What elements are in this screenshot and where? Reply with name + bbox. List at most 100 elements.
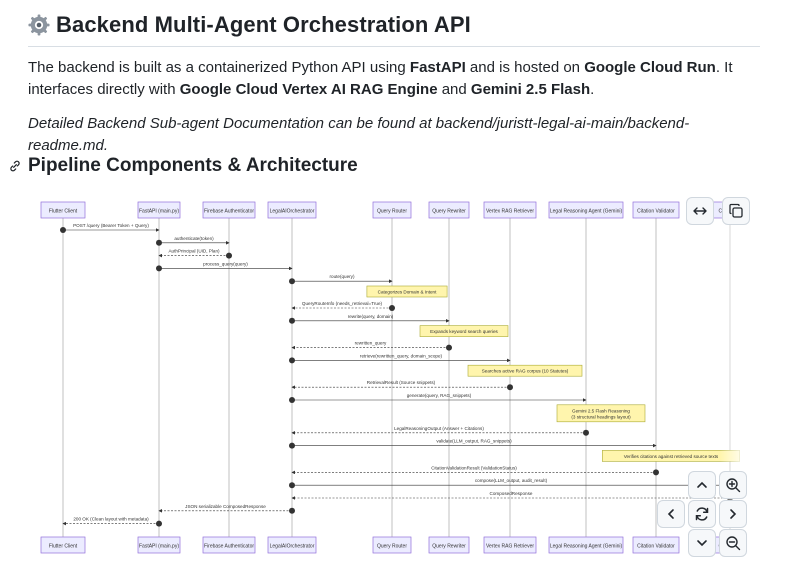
actor-box [483, 201, 537, 219]
actor-box [372, 201, 412, 219]
message-label: compose(LLM_output, audit_result) [475, 478, 548, 483]
anchor-link-icon[interactable] [8, 159, 22, 173]
gear-icon [28, 14, 50, 36]
actor-label-top: FastAPI (main.py) [139, 209, 179, 215]
intro-text-4: and [437, 81, 471, 98]
intro-text-5: . [590, 81, 595, 98]
sequence-number [289, 507, 295, 514]
actor-label-top: Citation Validator [637, 209, 675, 215]
pan-down-button[interactable] [688, 529, 716, 557]
message-label: process_query(query) [203, 261, 248, 266]
reset-button[interactable] [688, 500, 716, 528]
intro-bold-cloudrun: Google Cloud Run [584, 59, 716, 76]
sequence-number [446, 344, 452, 351]
actor-label-bottom: Legal Reasoning Agent (Gemini) [550, 544, 623, 550]
message-label: rewritten_query [355, 341, 387, 346]
message-label: RetrievalResult (Source snippets) [367, 380, 436, 385]
message-label: 200 OK (Clean layout with metadata) [73, 517, 149, 522]
zoom-out-button[interactable] [719, 529, 747, 557]
actor-box [548, 536, 624, 554]
actor-label-bottom: LegalAIOrchestrator [270, 544, 315, 550]
expand-horizontal-icon [693, 207, 707, 215]
note-label: (3 structural headings layout) [571, 414, 631, 419]
chevron-right-icon [730, 509, 737, 519]
message-label: CitationValidationResult (ValidationStat… [431, 465, 517, 470]
actor-box [267, 201, 317, 219]
note-label: Searches active RAG corpus (10 Statutes) [482, 369, 569, 374]
chevron-up-icon [697, 481, 707, 488]
actor-box [137, 201, 181, 219]
sequence-number [289, 357, 295, 364]
intro-text-3: . It interfaces directly with [28, 59, 733, 98]
message-label: JSON serializable ComposedResponse [185, 504, 266, 509]
message-label: retrieve(rewritten_query, domain_scope) [360, 353, 443, 358]
actor-label-bottom: FastAPI (main.py) [139, 544, 179, 550]
message-label: ComposedResponse [490, 491, 533, 496]
sequence-number [156, 265, 162, 272]
actor-label-top: Query Router [377, 209, 407, 215]
copy-icon [729, 203, 743, 218]
actor-label-top: Vertex RAG Retriever [486, 209, 534, 215]
pan-left-button[interactable] [657, 500, 685, 528]
note-label: Gemini 2.5 Flash Reasoning [572, 408, 630, 413]
sequence-number [289, 317, 295, 324]
sequence-number [389, 305, 395, 311]
actor-box [202, 536, 256, 554]
zoom-in-icon [726, 478, 741, 493]
sequence-number [289, 442, 295, 449]
actor-box [202, 201, 256, 219]
actor-label-top: LegalAIOrchestrator [270, 209, 315, 215]
actor-label-bottom: Query Rewriter [432, 544, 466, 550]
pan-right-button[interactable] [719, 500, 747, 528]
message-label: rewrite(query, domain) [348, 314, 394, 319]
expand-button[interactable] [686, 197, 714, 225]
actor-label-bottom: Citation Validator [637, 544, 675, 550]
intro-text-2: and is hosted on [465, 59, 585, 76]
note-box [467, 364, 583, 377]
sequence-number [653, 469, 659, 476]
intro-bold-vertex: Google Cloud Vertex AI RAG Engine [179, 81, 438, 98]
sequence-number [226, 252, 232, 259]
note-box [366, 285, 448, 298]
actor-label-bottom: Vertex RAG Retriever [486, 544, 534, 550]
note-label: Verifies citations against retrieved sou… [624, 454, 719, 459]
actor-box [137, 536, 181, 554]
actor-label-bottom: Firebase Authenticator [204, 544, 254, 550]
page-heading: Backend Multi-Agent Orchestration API [28, 8, 760, 47]
sequence-number [60, 227, 66, 233]
actor-label-top: Query Rewriter [432, 209, 466, 215]
actor-box [548, 201, 624, 219]
actor-box [40, 536, 86, 554]
message-label: LegalReasoningOutput (Answer + Citations… [394, 426, 484, 431]
intro-paragraph: The backend is built as a containerized … [28, 57, 768, 101]
actor-label-top: Legal Reasoning Agent (Gemini) [550, 209, 623, 215]
section-title: Pipeline Components & Architecture [28, 155, 358, 176]
pan-up-button[interactable] [688, 471, 716, 499]
zoom-in-button[interactable] [719, 471, 747, 499]
message-label: generate(query, RAG_snippets) [407, 393, 472, 398]
actor-box [428, 201, 470, 219]
sequence-number [289, 278, 295, 285]
message-label: authenticate(token) [174, 236, 214, 241]
actor-box [632, 201, 680, 219]
sequence-number [507, 384, 513, 391]
sequence-diagram: Flutter Client FastAPI (main.py) Firebase … [40, 201, 753, 554]
note-box [556, 404, 646, 423]
actor-box [267, 536, 317, 554]
copy-button[interactable] [722, 197, 750, 225]
note-label: Expands keyword search queries [430, 329, 498, 334]
chevron-down-icon [697, 540, 707, 547]
actor-label-bottom: Flutter Client [49, 544, 78, 550]
message-label: validate(LLM_output, RAG_snippets) [436, 439, 512, 444]
chevron-left-icon [667, 509, 674, 519]
page-title: Backend Multi-Agent Orchestration API [56, 12, 471, 37]
note-box [419, 325, 509, 337]
sequence-number [583, 429, 589, 436]
message-label: AuthPrincipal (UID, Plan) [168, 249, 220, 254]
message-label: POST /query (Bearer Token + Query) [73, 223, 149, 228]
sequence-number [156, 520, 162, 527]
actor-box [40, 201, 86, 219]
intro-bold-fastapi: FastAPI [409, 59, 466, 76]
sequence-number [156, 239, 162, 246]
actor-box [372, 536, 412, 554]
